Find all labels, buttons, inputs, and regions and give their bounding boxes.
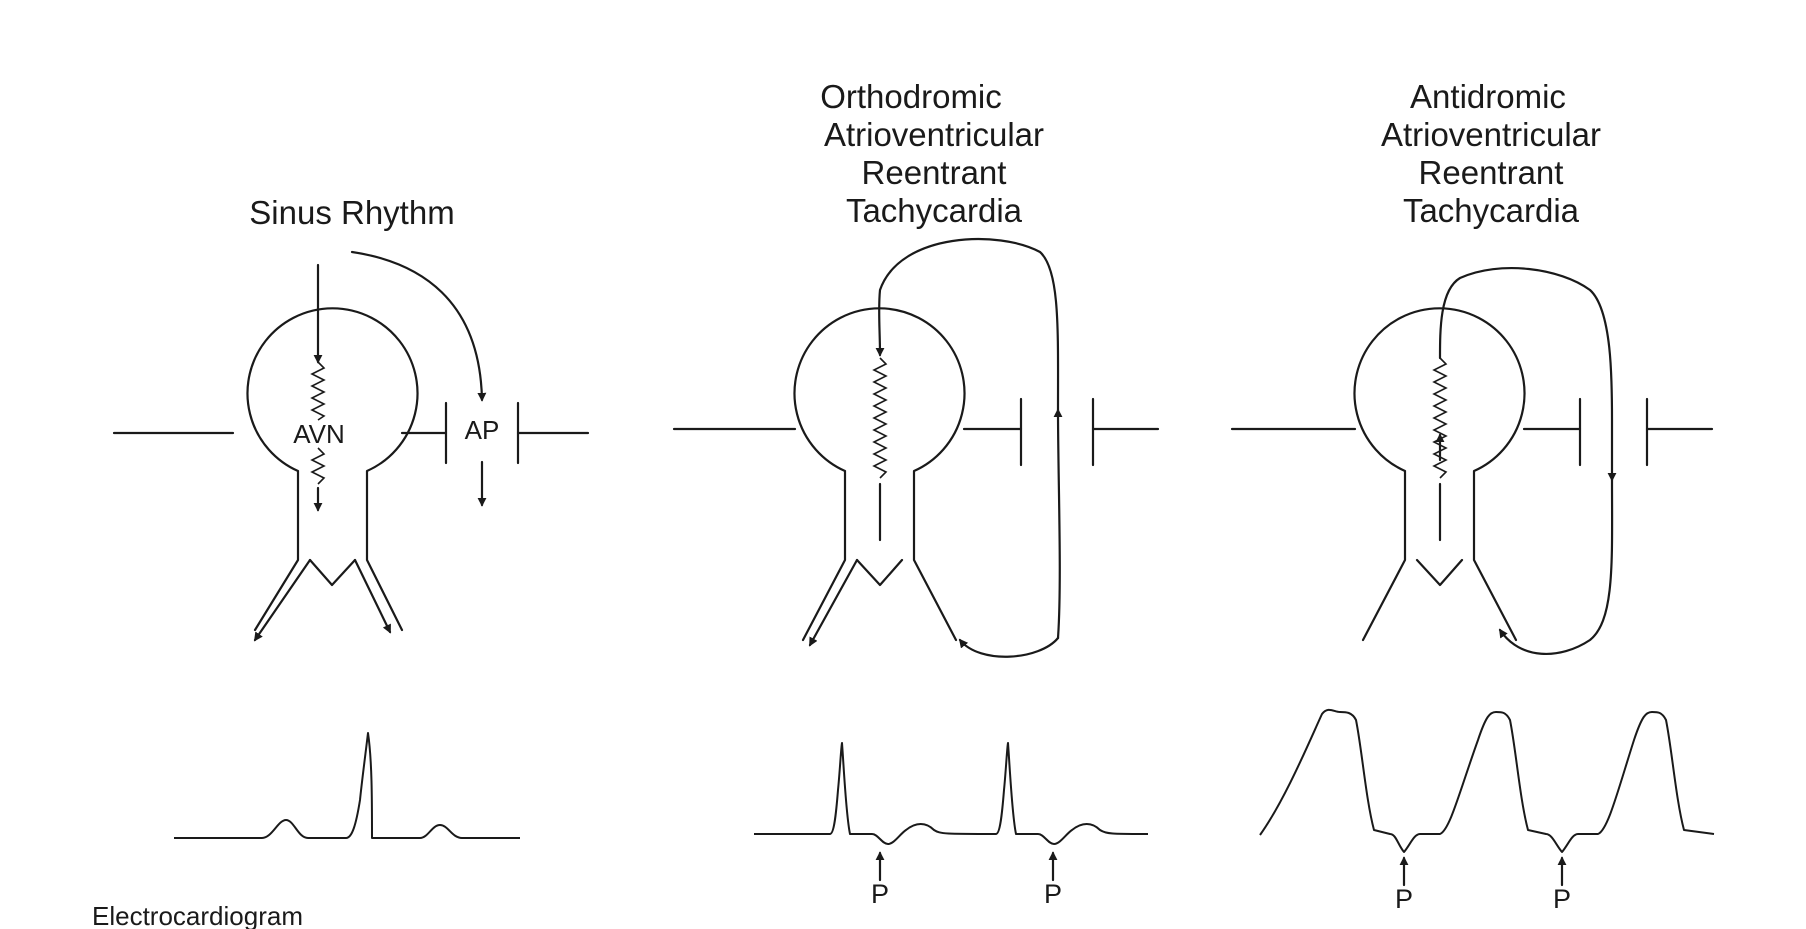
sinus-heart-schematic: AVN AP bbox=[114, 252, 588, 640]
sinus-left-branch-arrow bbox=[255, 560, 310, 640]
ortho-p-label-2: P bbox=[1044, 879, 1062, 909]
ortho-av-node-outline bbox=[795, 308, 965, 640]
anti-top-loop bbox=[1440, 268, 1612, 480]
sinus-title-line-1: Sinus Rhythm bbox=[249, 194, 454, 231]
sinus-ecg-trace bbox=[174, 733, 520, 838]
anti-heart-schematic bbox=[1232, 268, 1712, 654]
panel-sinus-rhythm: Sinus Rhythm AVN AP bbox=[114, 194, 588, 838]
ortho-left-branch-arrow bbox=[810, 560, 857, 645]
panel-antidromic: Antidromic Atrioventricular Reentrant Ta… bbox=[1232, 78, 1714, 914]
ortho-av-conduction-zigzag bbox=[874, 358, 886, 478]
anti-p-label-1: P bbox=[1395, 884, 1413, 914]
ap-label: AP bbox=[465, 415, 500, 445]
ortho-reentry-loop bbox=[960, 638, 1058, 657]
sinus-av-node-outline bbox=[247, 308, 417, 630]
ortho-top-loop bbox=[879, 239, 1058, 410]
anti-p-label-2: P bbox=[1553, 884, 1571, 914]
anti-title-line-3: Reentrant bbox=[1419, 154, 1564, 191]
ortho-title-line-2: Atrioventricular bbox=[824, 116, 1044, 153]
ortho-ecg-trace bbox=[754, 743, 1148, 844]
anti-title-line-4: Tachycardia bbox=[1403, 192, 1580, 229]
anti-ap-anterograde-limb bbox=[1500, 480, 1612, 654]
avn-label: AVN bbox=[293, 419, 345, 449]
ortho-title-line-3: Reentrant bbox=[862, 154, 1007, 191]
anti-ecg-trace bbox=[1260, 710, 1714, 852]
ortho-heart-schematic bbox=[674, 239, 1158, 657]
ortho-ap-retrograde-limb bbox=[1058, 410, 1060, 638]
anti-title-line-1: Antidromic bbox=[1410, 78, 1566, 115]
anti-title-line-2: Atrioventricular bbox=[1381, 116, 1601, 153]
ortho-title-line-4: Tachycardia bbox=[846, 192, 1023, 229]
panel-orthodromic: Orthodromic Atrioventricular Reentrant T… bbox=[674, 78, 1158, 909]
electrocardiogram-label: Electrocardiogram bbox=[92, 901, 303, 929]
ortho-p-label-1: P bbox=[871, 879, 889, 909]
ortho-title-line-1: Orthodromic bbox=[820, 78, 1002, 115]
